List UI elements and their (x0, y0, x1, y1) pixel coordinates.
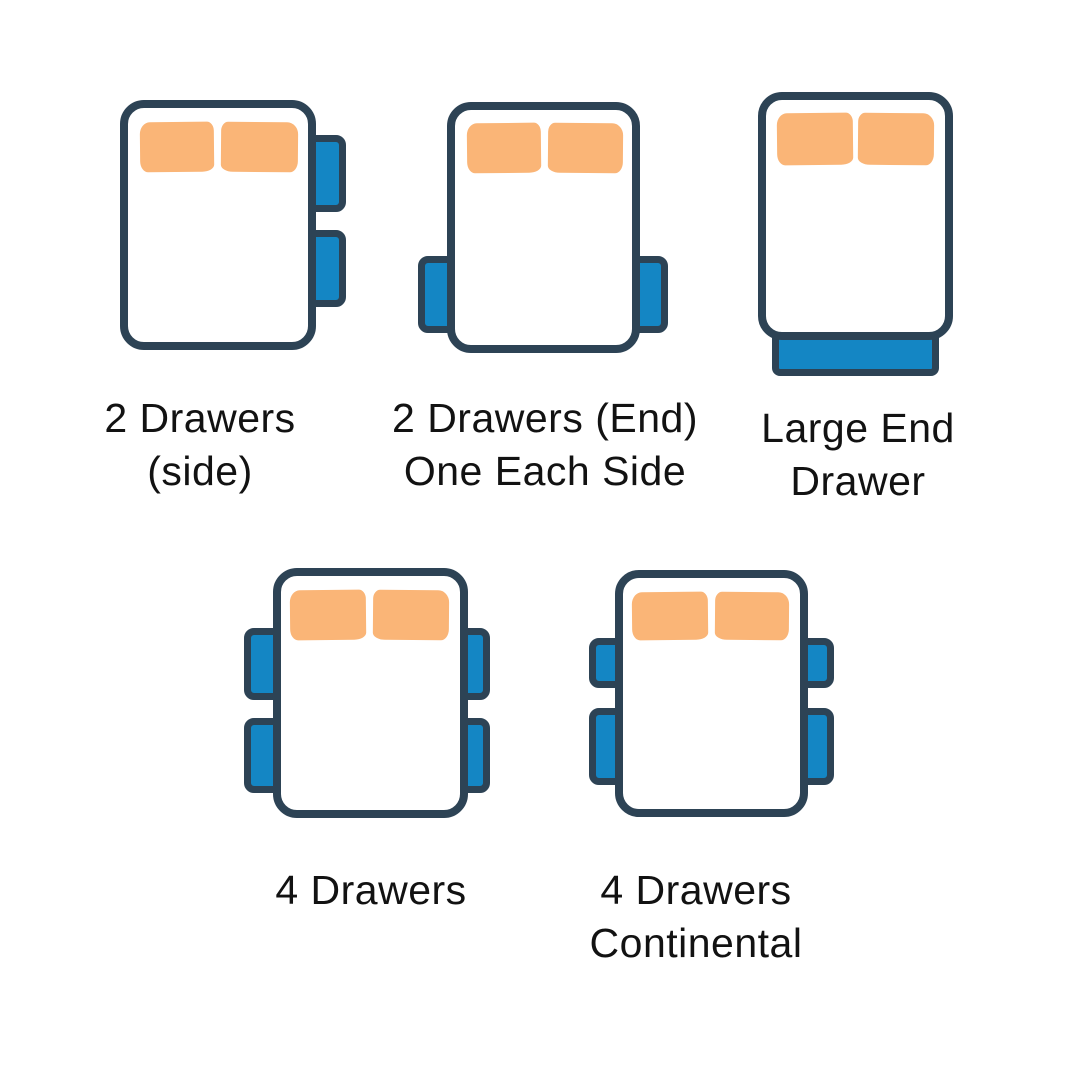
side-drawer-left-top-icon (589, 638, 631, 688)
pillow-right-icon (547, 122, 624, 174)
side-drawer-right-bottom-icon (446, 718, 490, 793)
caption-large-end-drawer: Large End Drawer (678, 402, 1038, 508)
bed-outline-icon (273, 568, 468, 818)
pillow-left-icon (631, 591, 709, 641)
end-drawer-right-icon (624, 256, 668, 333)
bed-outline-icon (447, 102, 640, 353)
caption-4-drawers-continental: 4 Drawers Continental (516, 864, 876, 970)
caption-line: 4 Drawers (275, 867, 467, 913)
bed-outline-icon (615, 570, 808, 817)
pillow-left-icon (776, 112, 854, 166)
caption-line: 2 Drawers (End) (392, 395, 698, 441)
caption-line: Continental (589, 920, 803, 966)
side-drawer-left-bottom-icon (589, 708, 631, 785)
side-drawer-top-icon (302, 135, 346, 212)
end-drawer-left-icon (418, 256, 462, 333)
pillow-right-icon (714, 591, 790, 641)
pillow-left-icon (289, 589, 367, 641)
large-end-drawer-icon (772, 322, 939, 376)
caption-line: 4 Drawers (600, 867, 792, 913)
pillow-right-icon (220, 121, 299, 173)
bed-outline-icon (120, 100, 316, 350)
caption-4-drawers: 4 Drawers (191, 864, 551, 917)
side-drawer-right-top-icon (446, 628, 490, 700)
caption-2-drawers-side: 2 Drawers (side) (20, 392, 380, 498)
pillow-left-icon (139, 121, 215, 173)
side-drawer-left-top-icon (244, 628, 288, 700)
side-drawer-right-top-icon (792, 638, 834, 688)
side-drawer-right-bottom-icon (792, 708, 834, 785)
side-drawer-left-bottom-icon (244, 718, 288, 793)
pillow-left-icon (466, 122, 542, 174)
bed-outline-icon (758, 92, 953, 340)
caption-line: Drawer (790, 458, 926, 504)
caption-line: (side) (147, 448, 253, 494)
caption-2-drawers-end: 2 Drawers (End) One Each Side (365, 392, 725, 498)
caption-line: Large End (761, 405, 955, 451)
side-drawer-bottom-icon (302, 230, 346, 307)
caption-line: 2 Drawers (104, 395, 296, 441)
pillow-right-icon (372, 589, 450, 641)
pillow-right-icon (857, 112, 935, 166)
caption-line: One Each Side (403, 448, 687, 494)
